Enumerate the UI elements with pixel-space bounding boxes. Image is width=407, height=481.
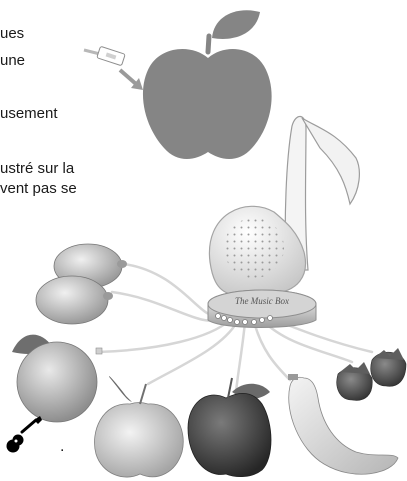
orange: [12, 335, 102, 422]
peach: [94, 376, 183, 477]
apple-silhouette-icon: [143, 10, 272, 159]
apple: [188, 378, 271, 477]
device-engraving: The Music Box: [235, 296, 289, 306]
usb-plug-icon: [84, 46, 143, 90]
strawberries: [337, 348, 406, 400]
guitar-icon: [7, 416, 43, 453]
